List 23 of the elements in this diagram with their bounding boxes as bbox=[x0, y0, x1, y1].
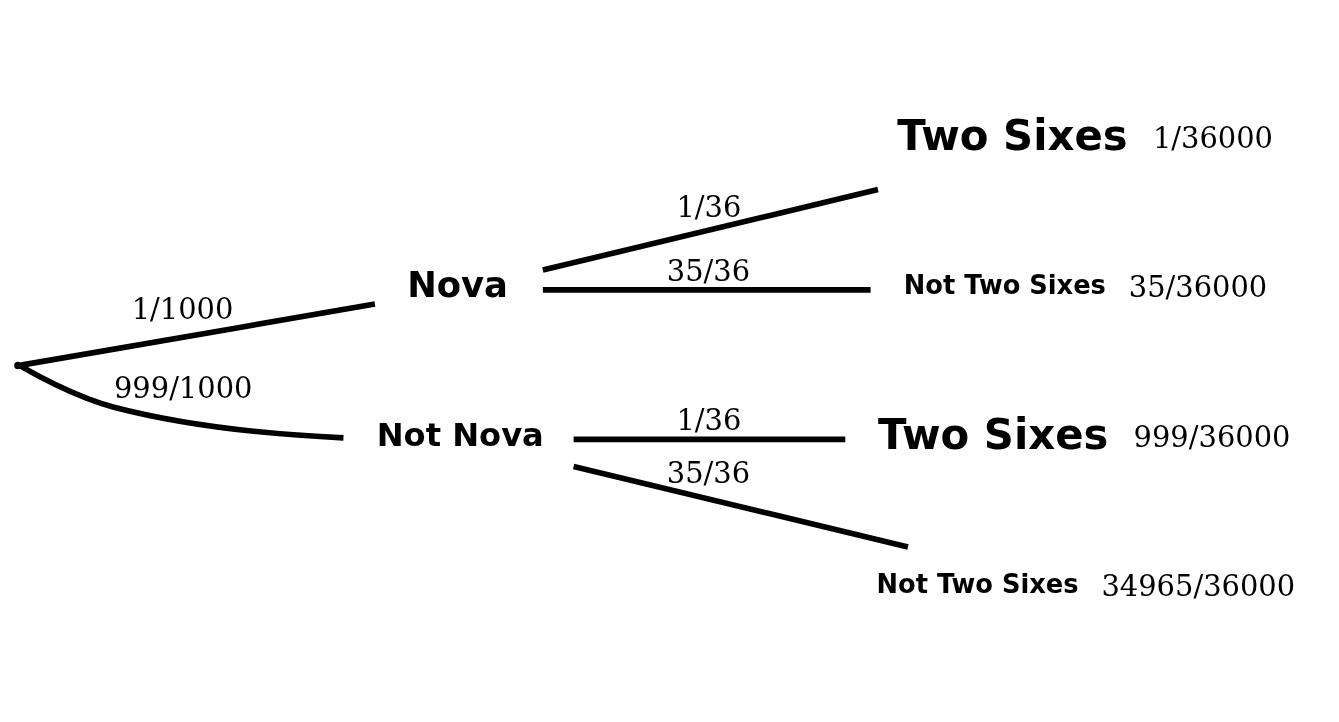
connector bbox=[573, 436, 846, 443]
node-label: 1/36000 bbox=[1152, 121, 1273, 156]
connector bbox=[20, 301, 376, 368]
node-text: Not Two Sixes bbox=[876, 569, 1079, 600]
node-point bbox=[14, 361, 22, 370]
node-text: Nova bbox=[407, 264, 509, 306]
node-text: Two Sixes bbox=[897, 110, 1128, 160]
node-label: 35/36000 bbox=[1128, 269, 1268, 304]
edge-label: 35/36 bbox=[666, 456, 751, 491]
node-text: Two Sixes bbox=[878, 409, 1109, 459]
connector bbox=[542, 287, 871, 293]
edge-label: 1/36 bbox=[676, 189, 742, 224]
edge-label: 35/36 bbox=[666, 253, 751, 288]
connector bbox=[542, 186, 879, 273]
connector bbox=[572, 463, 909, 550]
edge-label: 1/36 bbox=[676, 403, 742, 438]
node-text: Not Two Sixes bbox=[903, 270, 1106, 301]
node-label: 999/36000 bbox=[1133, 420, 1291, 455]
node-label: 34965/36000 bbox=[1101, 568, 1296, 603]
edge-label: 999/1000 bbox=[113, 371, 253, 406]
node-text: Not Nova bbox=[376, 415, 544, 454]
connector bbox=[19, 363, 344, 441]
edge-label: 1/1000 bbox=[131, 292, 234, 327]
